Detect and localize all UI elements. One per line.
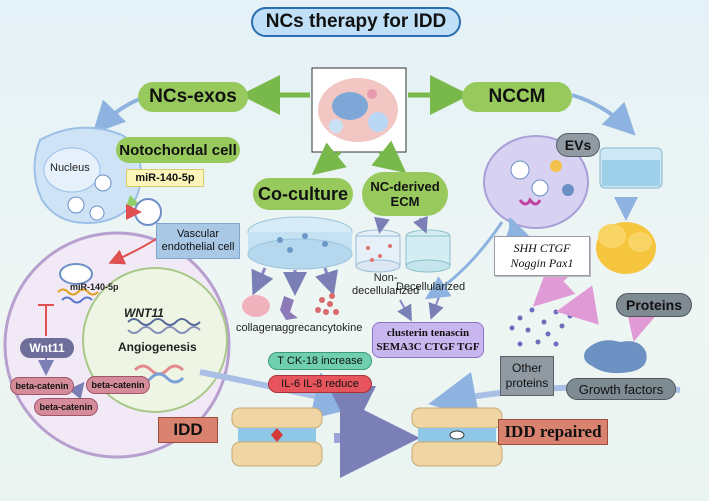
mirna-box: miR-140-5p — [126, 169, 204, 187]
cytokine-icon — [315, 293, 339, 315]
evs-label: EVs — [556, 133, 600, 157]
other-proteins-dots — [509, 307, 573, 347]
ecm-factors-box: clusterin tenascin SEMA3C CTGF TGF — [372, 322, 484, 358]
beta-catenin-1: beta-catenin — [10, 377, 74, 395]
non-decellularized-label: Non- decellularized — [352, 272, 419, 298]
other-proteins-label: Other proteins — [500, 356, 554, 396]
nccm-label: NCCM — [462, 82, 572, 112]
ecm-factors-line1: clusterin tenascin — [386, 327, 470, 339]
aggrecan-label: aggrecan — [276, 322, 322, 334]
page-title: NCs therapy for IDD — [251, 7, 461, 37]
growth-factors-label: Growth factors — [566, 378, 676, 400]
nc-derived-ecm-line1: NC-derived — [370, 179, 440, 194]
collagen-icon — [242, 295, 270, 317]
reduce-label: IL-6 IL-8 reduce — [268, 375, 372, 393]
angiogenesis-label: Angiogenesis — [118, 340, 197, 354]
ecm-factors-line2: SEMA3C CTGF TGF — [376, 341, 480, 353]
gene-line1: SHH CTGF — [513, 241, 571, 255]
growth-factor-icon — [584, 340, 647, 374]
vascular-line1: Vascular — [177, 228, 219, 240]
gene-box: SHH CTGF Noggin Pax1 — [494, 236, 590, 276]
notochordal-cell-label: Notochordal cell — [116, 137, 240, 163]
wnt11-protein-label: Wnt11 — [20, 338, 74, 358]
beaker-icon — [599, 147, 663, 189]
aggrecan-icon — [280, 296, 298, 320]
repaired-spine-icon — [411, 407, 503, 467]
co-culture-label: Co-culture — [253, 178, 353, 210]
non-decellularized-ecm-icon — [355, 229, 401, 273]
decellularized-ecm-icon — [405, 229, 451, 273]
idd-repaired-label: IDD repaired — [498, 419, 608, 445]
beta-catenin-2: beta-catenin — [34, 398, 98, 416]
beta-catenin-3: beta-catenin — [86, 376, 150, 394]
proteins-label: Proteins — [616, 293, 692, 317]
other-line2: proteins — [505, 376, 549, 390]
decellularized-label: Decellularized — [396, 281, 466, 293]
collagen-label: collagen — [236, 322, 277, 334]
vascular-endothelial-cell-label: Vascular endothelial cell — [156, 223, 240, 259]
increase-label: T CK-18 increase — [268, 352, 372, 370]
gene-line2: Noggin Pax1 — [510, 256, 574, 270]
vascular-line2: endothelial cell — [161, 241, 235, 253]
culture-dish — [247, 216, 353, 270]
non-line2: decellularized — [352, 285, 420, 297]
degenerated-spine-icon — [231, 407, 323, 467]
notochordal-cell-drawing — [33, 126, 142, 224]
nc-derived-ecm-line2: ECM — [390, 194, 420, 209]
nc-derived-ecm-label: NC-derived ECM — [362, 172, 448, 216]
idd-label: IDD — [158, 417, 218, 443]
mirna-small-label: miR-140-5p — [70, 282, 119, 292]
cytokine-label: cytokine — [322, 322, 363, 334]
wnt11-gene-label: WNT11 — [124, 306, 164, 320]
non-line1: Non- — [373, 272, 398, 284]
protein-mass-icon — [596, 222, 656, 274]
ncs-exos-label: NCs-exos — [138, 82, 248, 112]
evs-cell-drawing — [483, 135, 589, 229]
notochordal-cell-image — [311, 67, 407, 153]
other-line1: Other — [511, 361, 542, 375]
nucleus-label: Nucleus — [50, 162, 90, 174]
